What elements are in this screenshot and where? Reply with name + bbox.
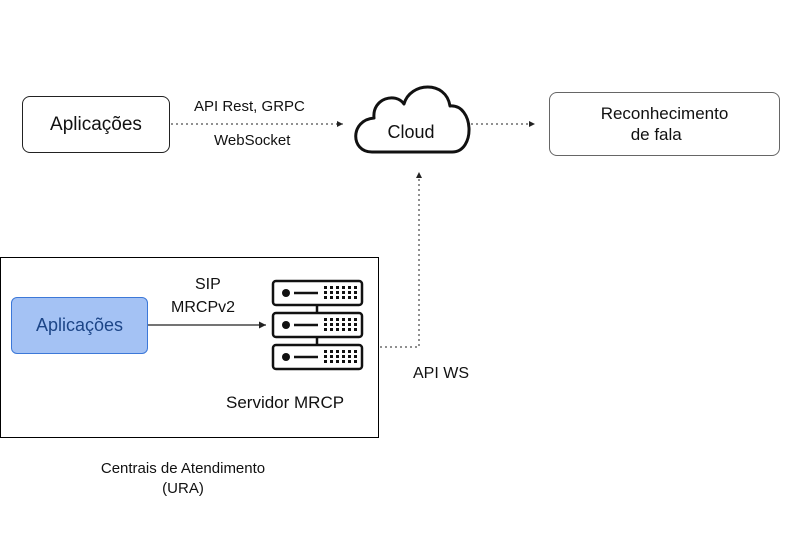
node-apps-inner: Aplicações [11, 297, 148, 354]
edge-server-to-cloud [380, 172, 422, 348]
node-apps-top: Aplicações [22, 96, 170, 153]
node-server-label: Servidor MRCP [226, 393, 345, 412]
group-caption-line1: Centrais de Atendimento [100, 460, 266, 477]
node-speech-recognition: Reconhecimento de fala [549, 92, 780, 156]
edge-label-sip: SIP [195, 276, 221, 293]
node-apps-top-label: Aplicações [50, 113, 142, 135]
ura-group-frame [0, 257, 379, 438]
node-cloud-label: Cloud [387, 122, 435, 142]
edge-label-api-ws: API WS [413, 365, 470, 382]
node-speech-line2: de fala [630, 125, 682, 144]
node-apps-inner-label: Aplicações [35, 315, 124, 335]
group-caption-line2: (URA) [162, 480, 204, 497]
edge-label-websocket: WebSocket [214, 132, 291, 149]
edge-label-mrcpv2: MRCPv2 [171, 299, 236, 316]
group-caption: Centrais de Atendimento (URA) [82, 459, 284, 499]
server-rack-icon [271, 279, 364, 371]
edge-label-api-rest: API Rest, GRPC [194, 98, 305, 115]
node-speech-line1: Reconhecimento [600, 104, 729, 123]
cloud-icon [354, 85, 471, 154]
